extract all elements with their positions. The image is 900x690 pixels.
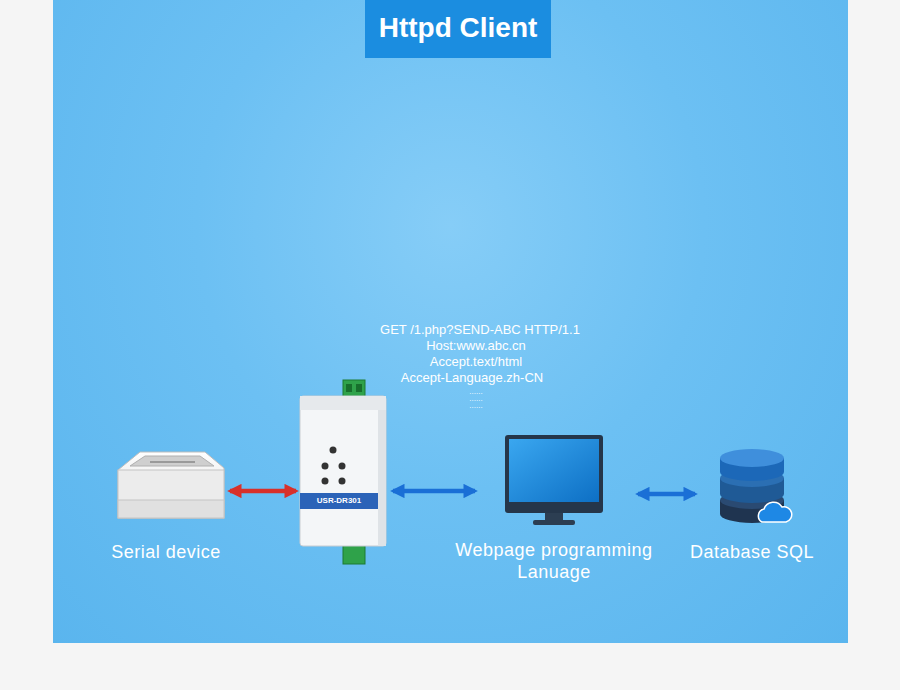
double-arrow: [393, 489, 475, 494]
device-node: USR-DR301: [298, 380, 388, 566]
device-model-label: USR-DR301: [317, 496, 361, 506]
database-icon: [720, 449, 792, 523]
http-request-line: GET /1.php?SEND-ABC HTTP/1.1: [380, 323, 580, 336]
http-request-line: ......: [469, 402, 482, 410]
device-caption: Webpage programming Lanuage: [439, 540, 669, 584]
printer-icon: [118, 452, 224, 518]
device-group: Webpage programming Lanuage: [480, 432, 628, 528]
http-request-line: Accept-Language.zh-CN: [401, 371, 543, 384]
title-banner: Httpd Client: [365, 0, 552, 58]
device-caption: Database SQL: [690, 542, 814, 564]
serial-server-device: [300, 380, 386, 564]
device-caption: Serial device: [111, 542, 221, 564]
double-arrow: [638, 492, 695, 497]
monitor-icon: [505, 435, 603, 525]
device-group: Database SQL: [705, 446, 800, 526]
http-request-line: Host:www.abc.cn: [426, 339, 526, 352]
http-request-line: Accept.text/html: [430, 355, 522, 368]
device-group: Serial device: [110, 447, 228, 523]
double-arrow: [230, 489, 296, 494]
